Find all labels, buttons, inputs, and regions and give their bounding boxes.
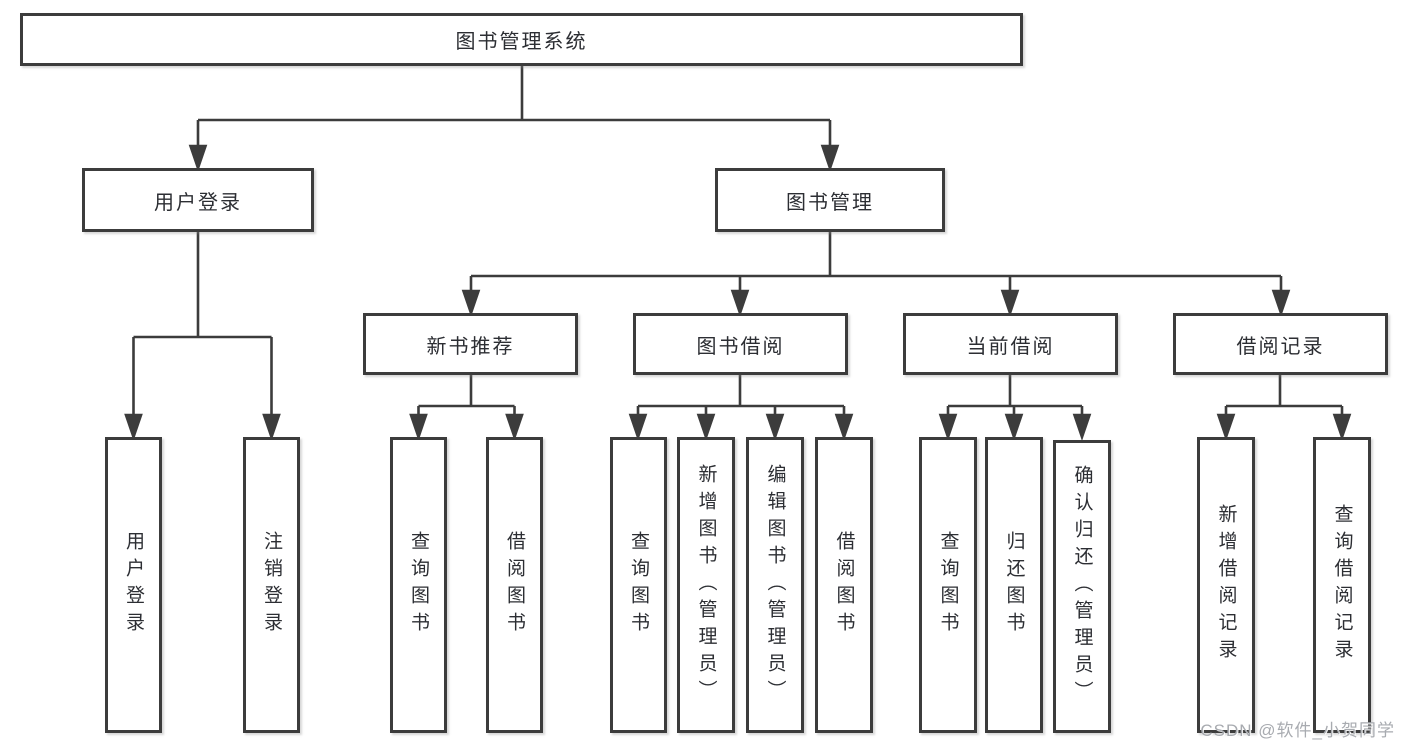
connector-new-book-to-leaves (417, 375, 516, 416)
arrowhead (409, 413, 428, 442)
arrowhead (1332, 413, 1352, 442)
node-leaf-borrow-books-recommend: 借阅图书 (486, 437, 543, 733)
arrowhead (820, 144, 840, 173)
node-label: 图书管理系统 (455, 31, 588, 53)
node-label: 用户登录 (154, 191, 242, 214)
node-leaf-add-books-admin: 新增图书（管理员） (677, 437, 735, 733)
node-leaf-search-books-recommend: 查询图书 (390, 437, 447, 733)
arrowhead (505, 413, 524, 442)
connector-current-borrow-to-leaves (946, 375, 1084, 416)
arrowhead (461, 289, 481, 318)
arrowhead (262, 413, 281, 442)
arrowhead (188, 144, 208, 173)
node-label: 编辑图书（管理员） (764, 463, 786, 707)
node-label: 借阅记录 (1236, 335, 1325, 358)
arrowhead (1004, 413, 1024, 442)
node-leaf-search-books-current: 查询图书 (919, 437, 977, 733)
csdn-watermark: CSDN @软件_小贺同学 (1200, 721, 1395, 740)
node-label: 新增借阅记录 (1215, 504, 1237, 666)
node-leaf-edit-books-admin: 编辑图书（管理员） (746, 437, 804, 733)
node-leaf-borrow-books: 借阅图书 (815, 437, 873, 733)
node-label: 图书管理 (786, 191, 874, 214)
node-label: 查询图书 (628, 531, 649, 639)
node-label: 借阅图书 (504, 531, 525, 639)
node-borrowing-records: 借阅记录 (1173, 313, 1388, 375)
arrowhead (1000, 289, 1020, 318)
arrowhead (1271, 289, 1291, 318)
node-leaf-add-borrow-record: 新增借阅记录 (1197, 437, 1255, 733)
node-label: 注销登录 (261, 531, 282, 639)
node-label: 新书推荐 (426, 335, 515, 358)
node-label: 确认归还（管理员） (1071, 465, 1093, 708)
node-label: 查询借阅记录 (1331, 504, 1353, 666)
connector-borrow-records-to-leaves (1224, 375, 1344, 416)
arrowhead (124, 413, 143, 442)
node-leaf-logout: 注销登录 (243, 437, 300, 733)
node-label: 查询图书 (937, 531, 959, 639)
node-leaf-user-login: 用户登录 (105, 437, 162, 733)
arrowhead (765, 413, 785, 442)
arrowhead (1072, 413, 1092, 442)
node-label: 借阅图书 (833, 531, 855, 639)
connector-user-login-to-leaves (132, 232, 273, 416)
node-label: 当前借阅 (966, 335, 1055, 358)
node-current-borrowing: 当前借阅 (903, 313, 1118, 375)
node-label: 查询图书 (408, 531, 429, 639)
node-leaf-search-borrow-record: 查询借阅记录 (1313, 437, 1371, 733)
node-leaf-confirm-return-admin: 确认归还（管理员） (1053, 440, 1111, 733)
arrowhead (1216, 413, 1236, 442)
arrowhead (938, 413, 958, 442)
arrowhead (628, 413, 648, 442)
node-label: 新增图书（管理员） (695, 463, 717, 707)
connector-book-management-to-level3 (469, 232, 1283, 292)
connector-book-borrow-to-leaves (636, 375, 846, 416)
arrowhead (696, 413, 716, 442)
arrowhead (730, 289, 750, 318)
node-leaf-return-books: 归还图书 (985, 437, 1043, 733)
node-library-management-system: 图书管理系统 (20, 13, 1023, 66)
node-leaf-search-books-borrow: 查询图书 (610, 437, 667, 733)
node-label: 图书借阅 (696, 335, 785, 358)
arrowhead (834, 413, 854, 442)
node-label: 归还图书 (1003, 531, 1025, 639)
node-book-management: 图书管理 (715, 168, 945, 232)
node-book-borrowing: 图书借阅 (633, 313, 848, 375)
node-new-book-recommend: 新书推荐 (363, 313, 578, 375)
node-label: 用户登录 (123, 531, 144, 639)
node-user-login: 用户登录 (82, 168, 314, 232)
connector-root-to-level2 (196, 66, 832, 147)
